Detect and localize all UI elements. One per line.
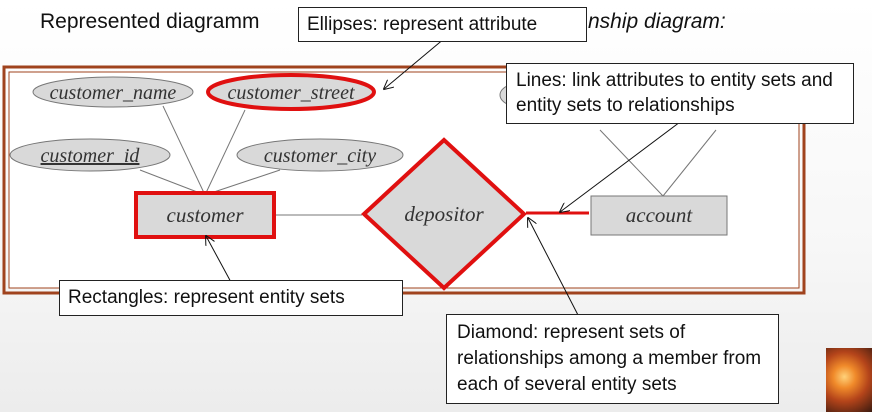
slide-title: Represented diagramm	[40, 10, 259, 34]
attribute-ellipse-customer-name	[32, 76, 194, 108]
callout-lines-text: Lines: link attributes to entity sets an…	[516, 70, 833, 116]
title-suffix: nship diagram:	[588, 10, 726, 33]
callout-rectangles-text: Rectangles: represent entity sets	[68, 287, 345, 308]
relationship-depositor: depositor	[404, 202, 484, 226]
attribute-customer-name: customer_name	[50, 82, 177, 104]
callout-ellipses-text: Ellipses: represent attribute	[307, 14, 538, 35]
entity-customer: customer	[167, 203, 245, 227]
connector-lines	[139, 105, 717, 216]
entity-account: account	[626, 203, 694, 227]
callout-rectangles: Rectangles: represent entity sets	[59, 280, 403, 316]
diagram-frame	[2, 65, 806, 295]
callout-diamond: Diamond: represent sets of relationships…	[446, 314, 779, 404]
attribute-customer-street: customer_street	[227, 82, 354, 104]
callout-arrows	[206, 37, 681, 316]
attribute-ellipse-customer-id	[9, 138, 171, 172]
attribute-customer-city: customer_city	[264, 145, 376, 167]
callout-diamond-text: Diamond: represent sets of relationships…	[457, 322, 762, 395]
attribute-ellipse-customer-street	[206, 73, 376, 111]
relationship-diamond	[361, 137, 527, 291]
entity-account-rect	[590, 195, 728, 236]
callout-lines: Lines: link attributes to entity sets an…	[506, 63, 854, 124]
callout-ellipses: Ellipses: represent attribute	[298, 7, 587, 42]
attribute-customer-id: customer_id	[41, 145, 141, 167]
title-prefix: Represented diagramm	[40, 10, 260, 33]
slide-title-suffix: nship diagram:	[588, 10, 726, 34]
sunset-thumbnail-image	[826, 348, 872, 412]
attribute-ellipse-customer-city	[236, 138, 404, 172]
